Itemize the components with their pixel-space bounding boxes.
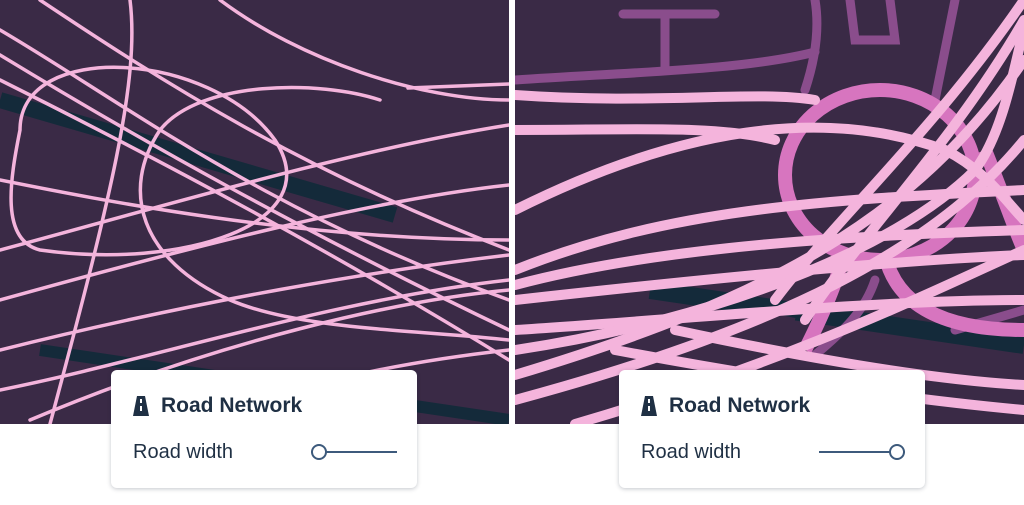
road-layer-right	[515, 0, 1024, 424]
road-width-slider[interactable]	[819, 442, 905, 462]
card-title: Road Network	[669, 394, 811, 417]
map-view-right[interactable]	[515, 0, 1024, 424]
road-width-slider[interactable]	[311, 442, 397, 462]
card-header: Road Network	[133, 394, 302, 418]
road-network-card-right: Road Network Road width	[619, 370, 925, 488]
minor-roads	[515, 0, 1024, 360]
comparison-divider	[509, 0, 515, 424]
slider-track[interactable]	[311, 451, 397, 453]
slider-thumb[interactable]	[311, 444, 327, 460]
map-canvas-left	[0, 0, 509, 424]
card-header: Road Network	[641, 394, 810, 418]
card-title: Road Network	[161, 394, 303, 417]
road-network-card-left: Road Network Road width	[111, 370, 417, 488]
road-icon	[641, 396, 657, 416]
road-icon	[133, 396, 149, 416]
road-width-control: Road width	[133, 438, 397, 466]
map-view-left[interactable]	[0, 0, 509, 424]
road-width-control: Road width	[641, 438, 905, 466]
road-width-label: Road width	[133, 440, 234, 463]
slider-thumb[interactable]	[889, 444, 905, 460]
map-canvas-right	[515, 0, 1024, 424]
road-width-label: Road width	[641, 440, 742, 463]
slider-track[interactable]	[819, 451, 905, 453]
